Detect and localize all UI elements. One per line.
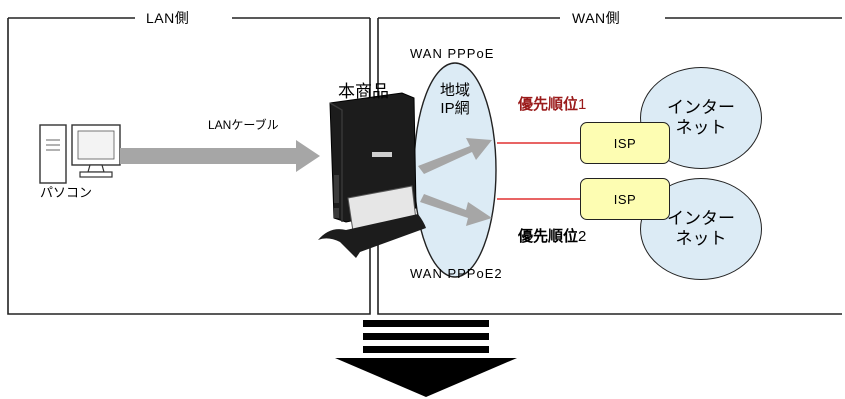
regional-network-label: 地域 IP網 [432,82,478,118]
isp-box-2: ISP [580,178,670,220]
pc-icon [39,124,121,184]
priority1-label: 優先順位1 [518,97,586,112]
internet-cloud-1-line2: ネット [675,118,727,137]
priority2-text: 優先順位 [518,228,579,245]
priority2-number: 2 [578,228,587,245]
isp-box-1: ISP [580,122,670,164]
priority1-text: 優先順位 [518,96,579,113]
router-device [318,92,426,258]
pc-stand [87,164,105,173]
internet-cloud-2-line1: インター [667,208,735,228]
regional-network-line1: 地域 [439,82,470,99]
priority2-label: 優先順位2 [518,229,586,244]
internet-cloud-1-line1: インター [667,97,735,117]
wan-arrow-1 [418,138,492,174]
device-label: 本商品 [338,82,389,101]
wan-arrow-2 [420,194,492,226]
lan-zone-title: LAN側 [136,11,200,25]
wan-pppoe-label: WAN PPPoE [410,46,495,61]
bottom-arrow [335,318,517,397]
priority1-number: 1 [578,96,587,113]
lan-cable-arrow [120,140,320,172]
wan-zone-title: WAN側 [562,11,631,25]
lan-cable-label: LANケーブル [208,118,279,132]
pc-label: パソコン [40,185,93,200]
internet-cloud-2-line2: ネット [675,229,727,248]
pc-tower [39,124,67,184]
regional-network-line2: IP網 [440,100,470,117]
wan-pppoe2-label: WAN PPPoE2 [410,266,503,281]
